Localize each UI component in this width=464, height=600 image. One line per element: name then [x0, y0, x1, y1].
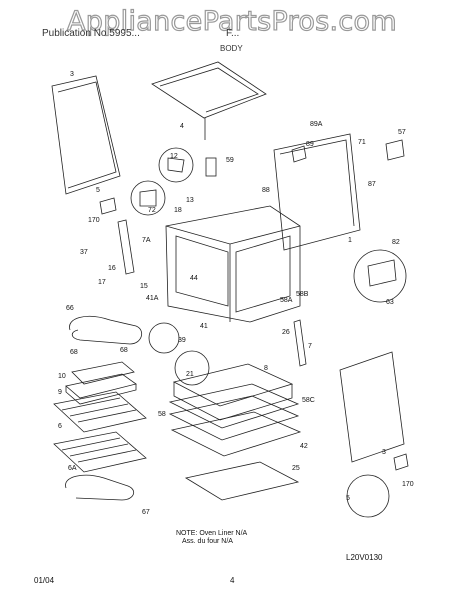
callout: 18 [174, 207, 182, 214]
callout: 15 [140, 283, 148, 290]
callout: 82 [392, 239, 400, 246]
part-10-broil-insert[interactable] [71, 361, 135, 385]
part-59[interactable] [205, 157, 217, 177]
part-58c[interactable] [168, 383, 300, 429]
part-170-hinge[interactable] [99, 197, 117, 215]
part-left-side-panel[interactable] [51, 75, 121, 195]
callout: 68 [120, 347, 128, 354]
callout: 71 [358, 139, 366, 146]
part-back-panel[interactable] [273, 133, 361, 251]
callout: 57 [398, 129, 406, 136]
callout: 3 [382, 449, 386, 456]
callout: 6A [68, 465, 77, 472]
callout: 41A [146, 295, 159, 302]
callout: 8 [264, 365, 268, 372]
drawing-code: L20V0130 [346, 553, 383, 562]
callout: 58A [280, 297, 293, 304]
callout: 66 [66, 305, 74, 312]
part-72-detail[interactable] [130, 180, 166, 216]
callout: 16 [108, 265, 116, 272]
callout: 67 [142, 509, 150, 516]
callout: 37 [80, 249, 88, 256]
part-7-rail[interactable] [293, 319, 307, 367]
callout: 58B [296, 291, 309, 298]
callout: 3 [70, 71, 74, 78]
part-12-detail[interactable] [158, 147, 194, 183]
callout: 21 [186, 371, 194, 378]
callout: 12 [170, 153, 178, 160]
publication-date: 01/04 [34, 576, 55, 585]
page-number: 4 [230, 576, 235, 585]
callout: 170 [402, 481, 414, 488]
callout: 58C [302, 397, 315, 404]
callout: 17 [98, 279, 106, 286]
part-6-oven-rack[interactable] [53, 391, 147, 433]
part-82-detail[interactable] [353, 249, 407, 303]
callout: 39 [178, 337, 186, 344]
callout: 58 [158, 411, 166, 418]
callout: 5 [96, 187, 100, 194]
part-top-panel[interactable] [151, 61, 267, 140]
part-58[interactable] [168, 395, 300, 441]
callout: 170 [88, 217, 100, 224]
callout: 7A [142, 237, 151, 244]
callout: 4 [180, 123, 184, 130]
callout: 7 [308, 343, 312, 350]
part-89[interactable] [291, 145, 307, 163]
callout: 1 [348, 237, 352, 244]
callout: 87 [368, 181, 376, 188]
callout: 10 [58, 373, 66, 380]
callout: 68 [70, 349, 78, 356]
part-42[interactable] [170, 411, 302, 457]
callout: 44 [190, 275, 198, 282]
callout: 63 [386, 299, 394, 306]
callout: 89 [306, 141, 314, 148]
callout: 42 [300, 443, 308, 450]
callout: 13 [186, 197, 194, 204]
part-66-bake-element[interactable] [69, 316, 143, 345]
part-57[interactable] [385, 139, 405, 161]
watermark: AppliancePartsPros.com [66, 5, 397, 37]
section-title: BODY [220, 44, 243, 53]
part-9-broil-pan[interactable] [65, 373, 137, 405]
part-21-detail[interactable] [174, 350, 210, 386]
note-line-french: Ass. du four N/A [182, 538, 233, 545]
callout: 9 [58, 389, 62, 396]
part-39-detail[interactable] [148, 322, 180, 354]
publication-header: Publication No 5995... [42, 28, 140, 39]
callout: 89A [310, 121, 323, 128]
part-25-bottom-plate[interactable] [184, 461, 300, 501]
part-oven-body[interactable] [165, 205, 301, 323]
part-170-right-hinge[interactable] [393, 453, 409, 471]
callout: 26 [282, 329, 290, 336]
part-7a-rail[interactable] [117, 219, 135, 275]
callout: 41 [200, 323, 208, 330]
part-5-detail[interactable] [346, 474, 390, 518]
part-right-side-panel[interactable] [339, 351, 405, 463]
callout: 88 [262, 187, 270, 194]
callout: 59 [226, 157, 234, 164]
oven-liner-note: NOTE: Oven Liner N/A Ass. du four N/A [176, 530, 247, 546]
model-header: F... [226, 28, 240, 39]
callout: 5 [346, 495, 350, 502]
callout: 6 [58, 423, 62, 430]
part-8-drawer[interactable] [172, 363, 294, 421]
callout: 72 [148, 207, 156, 214]
part-67-broil-element[interactable] [65, 474, 135, 501]
callout: 25 [292, 465, 300, 472]
note-line-english: NOTE: Oven Liner N/A [176, 530, 248, 537]
callout-labels: 3 4 89A 57 71 12 59 89 87 5 88 72 170 13… [58, 71, 414, 516]
part-6a-oven-rack[interactable] [53, 431, 147, 473]
